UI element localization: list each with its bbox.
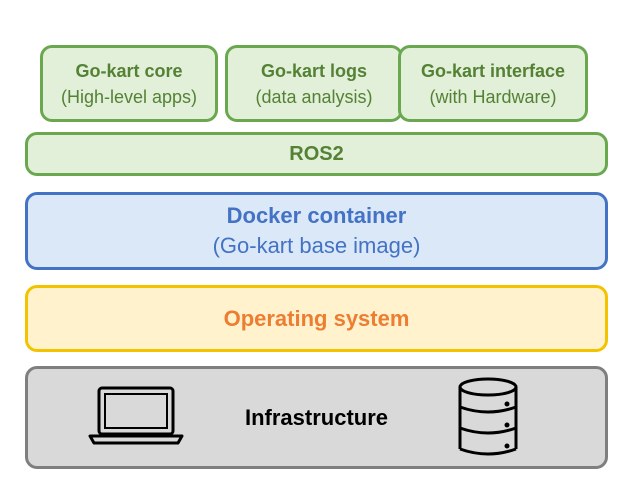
go-kart-logs-box: Go-kart logs (data analysis) (225, 45, 403, 122)
go-kart-logs-title: Go-kart logs (260, 60, 367, 81)
ros2-layer: ROS2 (25, 132, 608, 176)
go-kart-interface-title: Go-kart interface (420, 60, 566, 81)
go-kart-core-title: Go-kart core (75, 60, 183, 81)
operating-system-label: Operating system (223, 305, 410, 331)
infrastructure-label: Infrastructure (244, 404, 389, 430)
laptop-icon (88, 386, 184, 445)
go-kart-interface-box: Go-kart interface (with Hardware) (398, 45, 588, 122)
operating-system-layer: Operating system (25, 285, 608, 352)
docker-container-subtitle: (Go-kart base image) (212, 233, 421, 258)
database-server-icon (458, 377, 518, 456)
docker-container-title: Docker container (226, 203, 407, 228)
docker-container-layer: Docker container (Go-kart base image) (25, 192, 608, 270)
go-kart-core-subtitle: (High-level apps) (60, 86, 198, 107)
go-kart-interface-subtitle: (with Hardware) (429, 86, 557, 107)
go-kart-logs-subtitle: (data analysis) (255, 86, 373, 107)
ros2-label: ROS2 (289, 142, 344, 165)
go-kart-core-box: Go-kart core (High-level apps) (40, 45, 218, 122)
